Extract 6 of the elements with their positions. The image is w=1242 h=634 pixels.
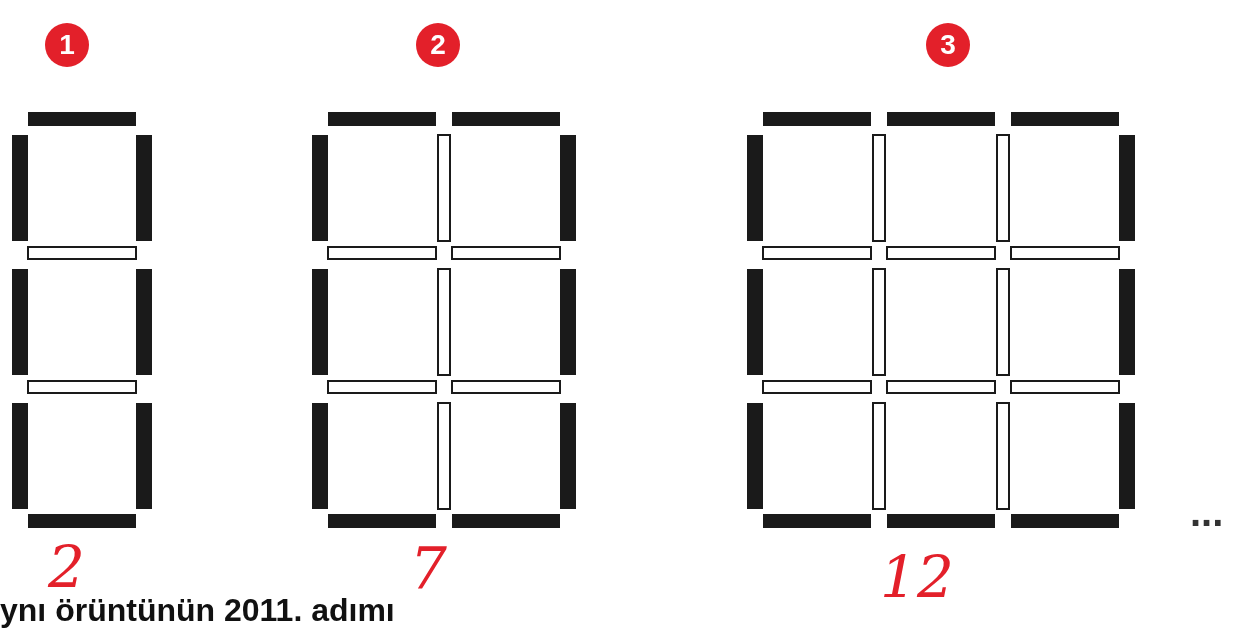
step-number: 3 xyxy=(926,23,970,67)
ellipsis: ... xyxy=(1190,490,1224,535)
step-number: 2 xyxy=(416,23,460,67)
handwritten-number: 12 xyxy=(880,548,954,606)
step-number: 1 xyxy=(45,23,89,67)
handwritten-number: 7 xyxy=(410,540,447,598)
